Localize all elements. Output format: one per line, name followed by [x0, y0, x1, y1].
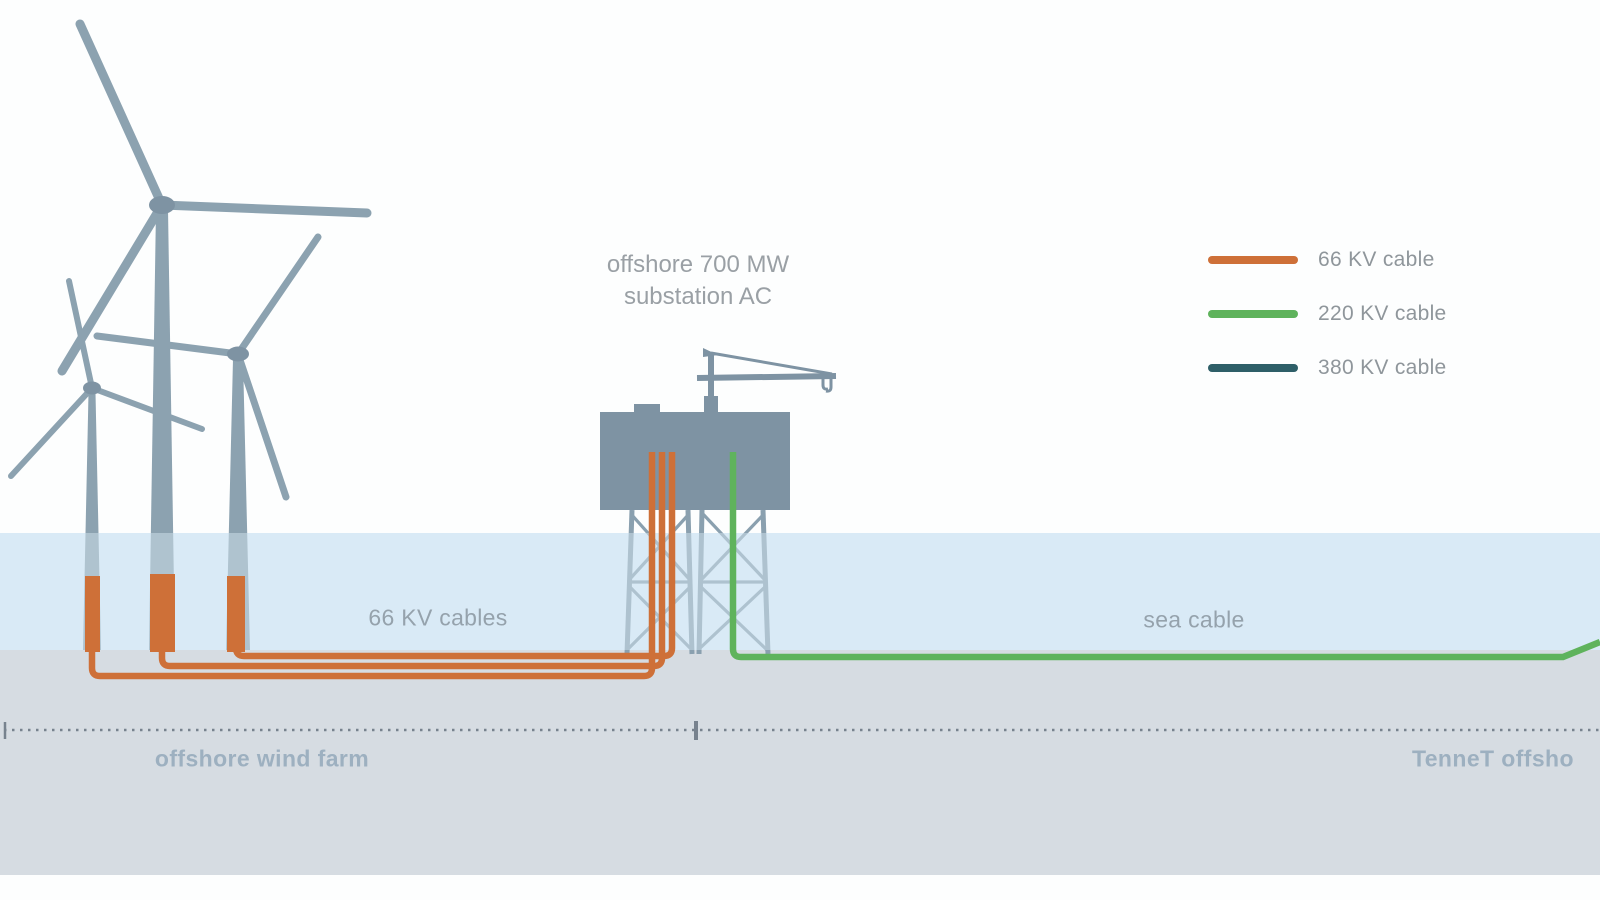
seabed-band — [0, 650, 1600, 875]
sea-cable-label: sea cable — [1143, 606, 1245, 633]
legend-row-220kv: 220 KV cable — [1208, 300, 1447, 328]
substation-roof-vent — [634, 404, 660, 413]
legend-row-380kv: 380 KV cable — [1208, 354, 1447, 382]
transition-piece — [150, 574, 175, 652]
turbine-blade — [234, 350, 290, 501]
turbine-blade — [89, 385, 205, 432]
legend-swatch-380kv-icon — [1208, 364, 1298, 372]
legend-swatch-66kv-icon — [1208, 256, 1298, 264]
cable-220kv-sea-cable — [729, 452, 1600, 661]
legend-label-220kv: 220 KV cable — [1318, 302, 1447, 325]
turbine-nacelle — [149, 196, 175, 214]
wind-turbine-large — [57, 19, 372, 650]
cable-legend: 66 KV cable 220 KV cable 380 KV cable — [1208, 246, 1447, 408]
turbine-blade — [57, 200, 167, 376]
turbine-tower — [149, 209, 175, 650]
array-cables-label: 66 KV cables — [368, 604, 508, 631]
turbine-nacelle — [227, 346, 249, 362]
turbine-blade — [75, 19, 167, 210]
turbine-transition-pieces — [85, 574, 245, 652]
legend-row-66kv: 66 KV cable — [1208, 246, 1447, 274]
substation-label: offshore 700 MW substation AC — [607, 249, 789, 313]
cable-66kv — [232, 452, 676, 660]
turbine-blade — [157, 200, 372, 218]
legend-swatch-220kv-icon — [1208, 310, 1298, 318]
cable-66kv — [158, 452, 666, 670]
crane-hook — [825, 377, 833, 393]
distance-line — [3, 721, 1600, 740]
array-cables-66kv — [88, 452, 676, 680]
crane-hook — [821, 376, 829, 391]
sea-band — [0, 533, 1600, 650]
transition-piece — [227, 576, 245, 652]
substation-label-line2: substation AC — [623, 283, 773, 310]
substation-label-line1: offshore 700 MW — [606, 251, 790, 278]
zone-label-offshore-wind-farm: offshore wind farm — [154, 745, 370, 772]
substation-platform — [600, 348, 837, 510]
legend-label-66kv: 66 KV cable — [1318, 248, 1435, 271]
turbine-blade — [8, 385, 95, 479]
turbine-nacelle — [83, 381, 101, 395]
cable-66kv — [88, 452, 656, 680]
bottom-margin-strip — [0, 875, 1600, 900]
sea-overlay — [0, 533, 1600, 650]
crane-mast-top — [703, 348, 718, 357]
substation-crane — [696, 348, 837, 414]
transition-piece — [85, 576, 100, 652]
turbine-blade — [234, 233, 322, 358]
zone-label-tennet-offshore: TenneT offsho — [1412, 745, 1574, 772]
substation-box — [600, 412, 790, 510]
legend-label-380kv: 380 KV cable — [1318, 356, 1447, 379]
